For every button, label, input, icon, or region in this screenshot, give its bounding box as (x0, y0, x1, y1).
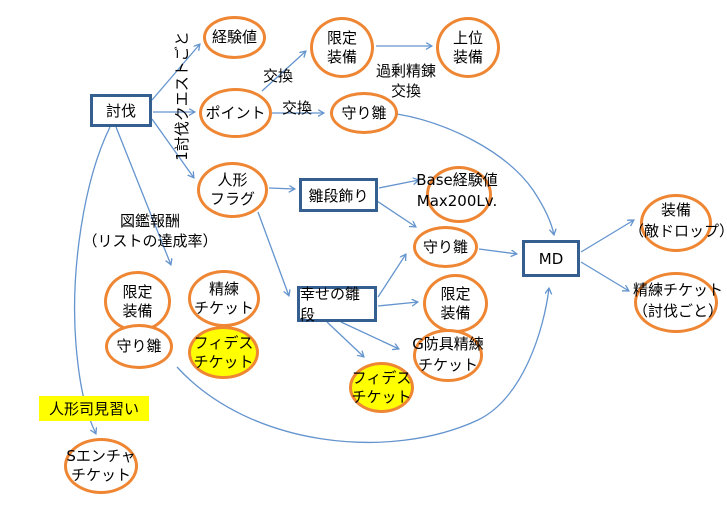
node-keikenchi: 経験値 (203, 16, 266, 59)
label-zukan-houshuu: 図鑑報酬 （リストの達成率） (75, 211, 225, 251)
arrow-shiawase-fides (326, 321, 364, 357)
node-gentei-soubi-top: 限定 装備 (310, 17, 374, 78)
node-mamori-hina-top-label: 守り雛 (341, 103, 387, 122)
node-fides-ticket-left-line1: フィデス (193, 333, 254, 352)
node-gentei-soubi-left: 限定 装備 (104, 271, 171, 332)
node-seiren-ticket-left-line1: 精練 (208, 279, 239, 298)
node-gentei-soubi-top-line2: 装備 (326, 47, 357, 66)
node-base-keikenchi-line2: Max200Lv. (416, 192, 498, 210)
label-zukan-houshuu-line1: 図鑑報酬 (119, 212, 180, 230)
label-per-quest: 1討伐クエストごと (172, 31, 192, 161)
node-seiren-ticket-tobatsu-line1: 精練チケット (632, 281, 723, 299)
node-tobatsu-label: 討伐 (105, 102, 136, 120)
node-seiren-ticket-left: 精練 チケット (188, 270, 260, 327)
node-shiawase-hinadan: 幸せの雛段 (297, 285, 377, 324)
node-hinadan-kazari: 雛段飾り (299, 178, 378, 212)
node-s-encha-ticket: Sエンチャ チケット (64, 438, 138, 494)
node-g-bougu-ticket-text: G防具精練 チケット (404, 334, 492, 376)
node-g-bougu-ticket (413, 329, 483, 382)
node-fides-ticket-mid-line1: フィデス (351, 368, 412, 387)
arrow-hinadankazari-mamorihinamid (376, 200, 416, 227)
node-gentei-soubi-mid: 限定 装備 (423, 274, 488, 333)
label-koukan-2-text: 交換 (282, 99, 313, 117)
node-soubi-drop-line2: （敵ドロップ） (629, 222, 727, 240)
node-g-bougu-ticket-line1: G防具精練 (412, 335, 484, 353)
arrow-ningyouflag-shiawase (257, 211, 289, 296)
node-soubi-drop-text: 装備 （敵ドロップ） (629, 200, 727, 242)
node-seiren-ticket-tobatsu (634, 272, 718, 333)
node-mamori-hina-left: 守り雛 (105, 324, 173, 369)
node-ningyou-flag: 人形 フラグ (197, 162, 268, 218)
node-gentei-soubi-left-line1: 限定 (122, 282, 153, 301)
arrow-hinadankazari-baseexp (378, 180, 419, 189)
node-mamori-hina-top: 守り雛 (330, 92, 398, 134)
node-fides-ticket-left-line2: チケット (193, 352, 254, 371)
arrow-md-seirenticket (580, 261, 629, 291)
node-ningyou-flag-line1: 人形 (217, 171, 248, 189)
node-gentei-soubi-left-line2: 装備 (122, 301, 153, 320)
node-shiawase-hinadan-label: 幸せの雛段 (300, 285, 361, 324)
node-s-encha-ticket-line1: Sエンチャ (66, 447, 136, 465)
label-zukan-houshuu-line2: （リストの達成率） (82, 232, 218, 250)
node-keikenchi-label: 経験値 (211, 28, 257, 46)
node-joui-soubi: 上位 装備 (436, 17, 500, 78)
node-ningyou-flag-line2: フラグ (209, 190, 255, 208)
arrow-mamorihinamid-md (478, 248, 517, 254)
node-seiren-ticket-tobatsu-line2: （討伐ごと） (632, 302, 723, 320)
node-hinadan-kazari-label: 雛段飾り (308, 186, 369, 205)
node-gentei-soubi-top-line1: 限定 (326, 28, 357, 47)
arrow-shiawase-gbougu (340, 321, 399, 349)
node-ningyou-tsukasa-label: 人形司見習い (48, 400, 139, 418)
arrow-tobatsu-ningyouflag (151, 118, 194, 178)
node-point: ポイント (199, 88, 272, 138)
node-mamori-hina-mid-label: 守り雛 (422, 237, 468, 256)
arrow-mamorihinaleft-md (176, 288, 549, 444)
arrow-shiawase-genteimid (377, 302, 418, 307)
node-mamori-hina-mid: 守り雛 (413, 226, 478, 268)
node-soubi-drop (640, 194, 712, 252)
node-joui-soubi-line1: 上位 (452, 28, 483, 47)
arrow-tobatsu-zukan-cluster (115, 126, 171, 265)
node-md-label: MD (538, 249, 564, 268)
node-g-bougu-ticket-line2: チケット (417, 356, 478, 374)
node-gentei-soubi-mid-line1: 限定 (440, 284, 471, 303)
arrow-point-genteisoubi (261, 51, 306, 92)
label-per-quest-text: 1討伐クエストごと (173, 31, 191, 161)
node-fides-ticket-mid: フィデス チケット (349, 362, 414, 413)
node-fides-ticket-mid-line2: チケット (351, 387, 412, 406)
node-joui-soubi-line2: 装備 (452, 47, 483, 66)
label-koukan-1: 交換 (263, 66, 293, 86)
label-kajou-seiren-line2: 交換 (390, 82, 421, 100)
node-point-label: ポイント (205, 103, 266, 122)
node-soubi-drop-line1: 装備 (660, 201, 691, 219)
arrow-mamorihinatop-md (396, 113, 554, 235)
node-seiren-ticket-left-line2: チケット (193, 298, 254, 317)
node-tobatsu: 討伐 (90, 94, 152, 127)
node-gentei-soubi-mid-line2: 装備 (440, 303, 471, 322)
node-fides-ticket-left: フィデス チケット (188, 326, 259, 379)
arrow-tobatsu-keikenchi (151, 44, 200, 101)
arrow-ningyouflag-hinadankazari (268, 188, 295, 189)
label-koukan-1-text: 交換 (263, 67, 294, 85)
node-s-encha-ticket-line2: チケット (70, 466, 131, 484)
arrow-shiawase-mamorihinamid (377, 254, 406, 298)
node-mamori-hina-left-label: 守り雛 (116, 337, 162, 355)
label-kajou-seiren-line1: 過剰精錬 (375, 62, 436, 80)
node-md: MD (522, 240, 580, 277)
node-base-keikenchi (426, 166, 492, 223)
node-base-keikenchi-text: Base経験値 Max200Lv. (411, 170, 503, 212)
label-kajou-seiren: 過剰精錬 交換 (368, 61, 444, 101)
label-koukan-2: 交換 (282, 98, 312, 118)
node-base-keikenchi-line1: Base経験値 (416, 171, 498, 189)
arrow-md-soubidrop (580, 220, 634, 253)
node-seiren-ticket-tobatsu-text: 精練チケット （討伐ごと） (629, 280, 727, 322)
node-ningyou-tsukasa: 人形司見習い (39, 396, 149, 421)
arrow-tobatsu-sencha (74, 126, 111, 434)
